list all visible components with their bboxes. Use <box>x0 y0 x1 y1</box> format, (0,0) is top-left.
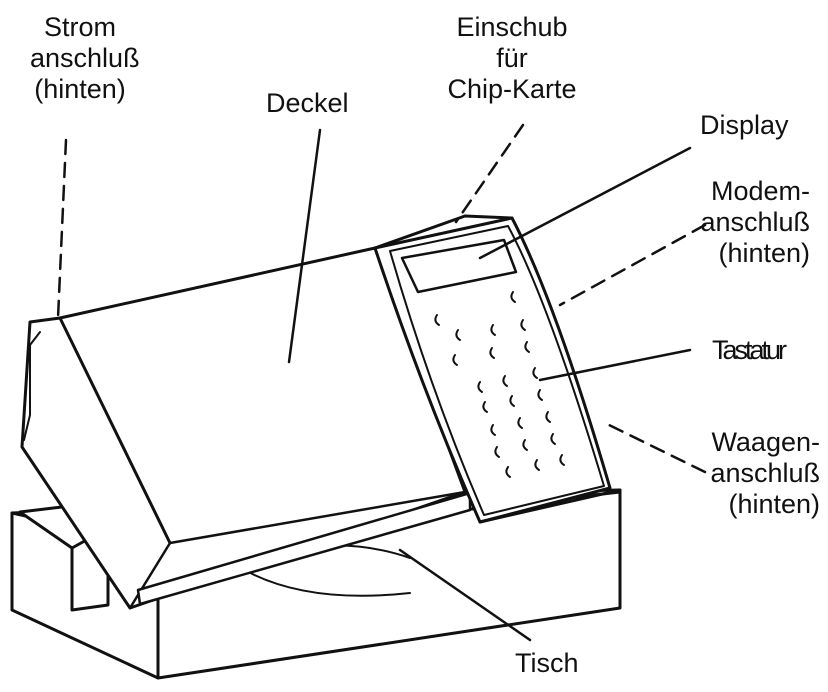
label-tisch: Tisch <box>515 648 579 678</box>
leader-strom <box>56 138 68 320</box>
leader-einschub <box>454 123 525 224</box>
label-display: Display <box>700 110 789 140</box>
label-strom: Strom anschluß (hinten) <box>30 12 140 104</box>
leader-display <box>478 146 692 260</box>
label-deckel: Deckel <box>266 88 349 118</box>
label-tastatur: Tastatur <box>712 335 787 365</box>
leader-deckel <box>287 128 322 364</box>
label-waagen: Waagen- anschluß (hinten) <box>710 427 820 519</box>
label-modem: Modem- anschluß (hinten) <box>700 176 810 268</box>
keys <box>434 291 565 478</box>
lid <box>20 246 467 610</box>
leader-tastatur <box>538 348 692 382</box>
leader-waagen <box>603 421 707 474</box>
keypad-housing <box>373 214 622 524</box>
label-einschub: Einschub für Chip-Karte <box>447 12 577 104</box>
leader-tisch <box>398 548 532 642</box>
leader-modem <box>558 223 707 307</box>
